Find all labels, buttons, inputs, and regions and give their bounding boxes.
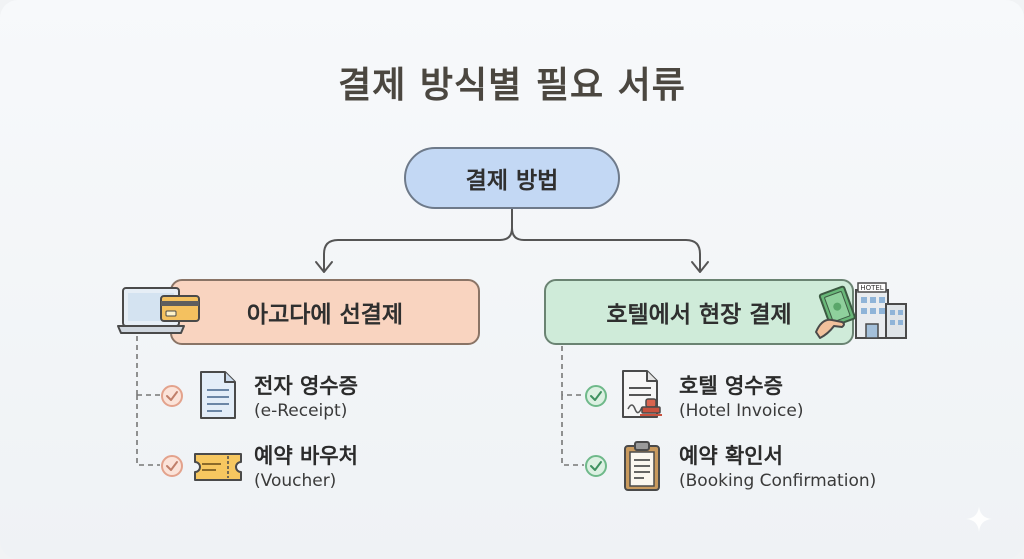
branch-node-pay-at-hotel: 호텔에서 현장 결제 bbox=[544, 279, 854, 345]
arrowhead-right bbox=[691, 261, 709, 273]
connector-root-right bbox=[511, 227, 701, 271]
dashed-branch-left bbox=[136, 336, 160, 466]
branch-node-prepaid: 아고다에 선결제 bbox=[170, 279, 480, 345]
item-subtitle-voucher: (Voucher) bbox=[254, 471, 337, 491]
diagram-title: 결제 방식별 필요 서류 bbox=[338, 65, 686, 106]
check-icon bbox=[161, 385, 183, 407]
laptop-credit-card-icon bbox=[117, 287, 200, 334]
item-title-hotel-invoice: 호텔 영수증 bbox=[679, 374, 783, 398]
stamped-invoice-icon bbox=[622, 370, 662, 418]
arrowhead-left bbox=[315, 261, 333, 273]
sparkle-icon bbox=[966, 506, 992, 532]
item-title-voucher: 예약 바우처 bbox=[254, 444, 358, 468]
root-node-payment-method: 결제 방법 bbox=[404, 147, 620, 209]
hotel-sign-text: HOTEL bbox=[860, 284, 883, 292]
connector-root-down bbox=[323, 208, 513, 271]
ticket-icon bbox=[194, 453, 242, 481]
item-title-booking-confirmation: 예약 확인서 bbox=[679, 444, 783, 468]
check-icon bbox=[585, 385, 607, 407]
hand-cash-hotel-icon: HOTEL bbox=[815, 282, 907, 339]
item-subtitle-hotel-invoice: (Hotel Invoice) bbox=[679, 401, 804, 421]
clipboard-icon bbox=[624, 441, 660, 491]
item-subtitle-e-receipt: (e-Receipt) bbox=[254, 401, 348, 421]
dashed-branch-right bbox=[561, 346, 584, 466]
check-icon bbox=[161, 455, 183, 477]
check-icon bbox=[585, 455, 607, 477]
item-subtitle-booking-confirmation: (Booking Confirmation) bbox=[679, 471, 877, 491]
item-title-e-receipt: 전자 영수증 bbox=[254, 374, 358, 398]
document-icon bbox=[200, 371, 236, 419]
